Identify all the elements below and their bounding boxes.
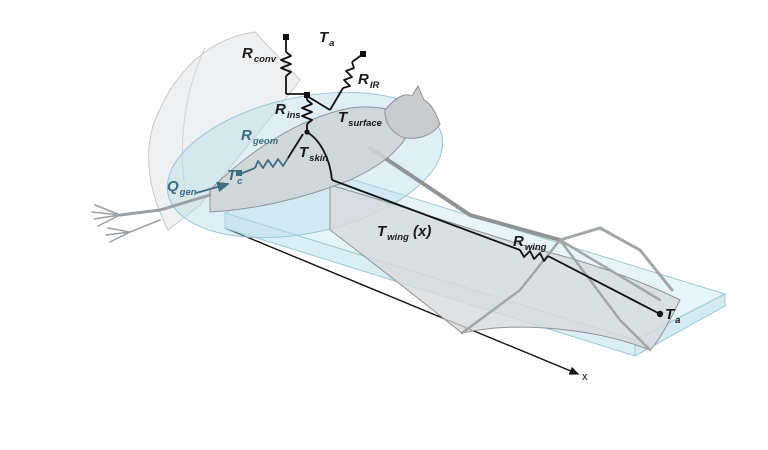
r-ir-label: RIR [358, 71, 380, 91]
r-geom-sub: geom [252, 136, 279, 147]
t-a-tip-sub: a [675, 315, 681, 326]
node-surface [304, 92, 310, 98]
r-ins-resistor [301, 99, 313, 125]
t-a-top-label: Ta [319, 29, 335, 49]
r-conv-label: Rconv [242, 45, 277, 65]
x-axis-label: x [582, 371, 588, 383]
node-core [236, 170, 242, 176]
r-conv-main: R [242, 45, 253, 62]
r-conv-resistor [280, 51, 292, 77]
t-wing-suffix: (x) [408, 223, 432, 240]
r-wing-sub: wing [524, 242, 547, 253]
t-c-sub: c [237, 176, 243, 187]
r-geom-main: R [241, 127, 252, 144]
r-wing-main: R [513, 233, 524, 250]
r-wing-label: Rwing [513, 233, 547, 253]
node-ir [360, 51, 366, 57]
r-ir-resistor [342, 61, 355, 89]
x-axis [224, 227, 580, 375]
r-ins-main: R [275, 101, 286, 118]
node-ta-top [283, 34, 289, 40]
t-a-tip-main: T [665, 306, 675, 323]
t-a-top-sub: a [329, 38, 335, 49]
q-gen-label: Qgen [167, 178, 197, 198]
t-a-tip-label: Ta [665, 306, 681, 326]
t-a-top-main: T [319, 29, 329, 46]
t-skin-sub: skin [309, 153, 329, 164]
t-wing-main: T [377, 223, 387, 240]
node-ta-tip [656, 310, 664, 318]
t-wing-label: Twing (x) [377, 223, 432, 243]
r-ins-sub: ins [286, 110, 301, 121]
r-ir-main: R [358, 71, 369, 88]
r-geom-label: Rgeom [241, 127, 279, 147]
t-surface-main: T [338, 109, 348, 126]
t-skin-label: Tskin [299, 144, 329, 164]
t-surface-label: Tsurface [338, 109, 382, 129]
r-geom-resistor [254, 157, 289, 169]
q-gen-main: Q [167, 178, 179, 195]
network-nodes [283, 34, 664, 318]
r-wing-resistor [519, 249, 549, 262]
r-ins-label: Rins [275, 101, 301, 121]
t-surface-sub: surface [348, 118, 382, 129]
r-ir-sub: IR [369, 80, 380, 91]
node-skin [304, 129, 310, 135]
r-conv-sub: conv [253, 54, 277, 65]
t-c-main: T [227, 167, 237, 184]
bat-body [91, 84, 681, 352]
q-gen-sub: gen [179, 187, 197, 198]
t-c-label: Tc [227, 167, 243, 187]
t-skin-main: T [299, 144, 309, 161]
bat-upper-wing [148, 31, 301, 231]
internal-network [195, 133, 304, 194]
resistance-network [280, 38, 661, 315]
t-wing-sub: wing [387, 232, 409, 243]
